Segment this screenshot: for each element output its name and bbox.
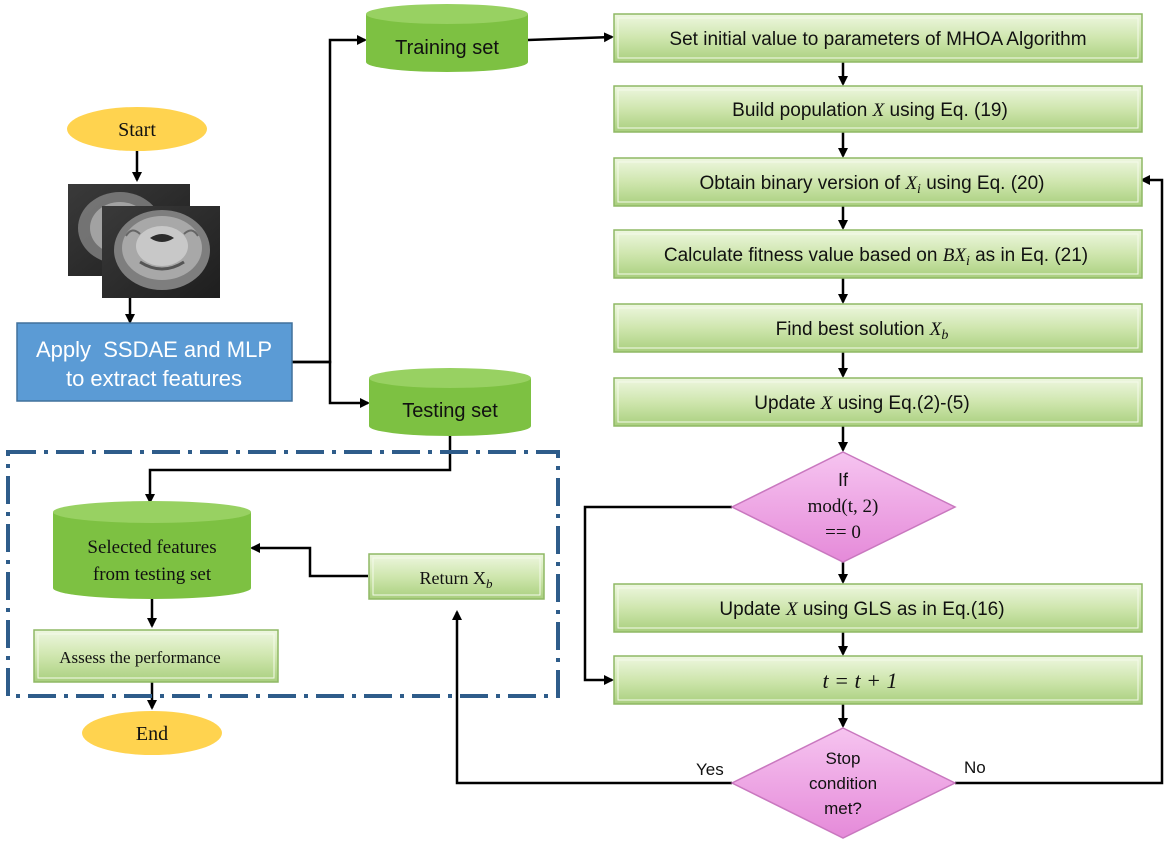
decision-stop-line3: met? [824,799,862,818]
step-binary-version: Obtain binary version of Xi using Eq. (2… [613,157,1143,207]
assess-performance-label: Assess the performance [59,648,220,667]
training-set-cylinder: Training set [366,4,528,72]
decision-mod-diamond: If mod(t, 2) == 0 [730,451,957,563]
step-find-best-solution: Find best solution Xb [613,303,1143,353]
step-update-x-label: Update X using Eq.(2)-(5) [754,393,969,414]
decision-mod-line1: If [838,470,849,490]
testing-set-label: Testing set [402,400,498,422]
step-set-initial-values-label: Set initial value to parameters of MHOA … [669,29,1086,50]
step-update-gls: Update X using GLS as in Eq.(16) [613,583,1143,633]
step-calculate-fitness: Calculate fitness value based on BXi as … [613,229,1143,279]
start-terminal: Start [67,107,207,151]
decision-stop-diamond: Stop condition met? [730,727,957,839]
training-set-label: Training set [395,37,499,59]
testing-set-cylinder: Testing set [369,368,531,436]
step-binary-version-label: Obtain binary version of Xi using Eq. (2… [699,173,1044,197]
step-increment-t: t = t + 1 [613,655,1143,705]
step-update-gls-label: Update X using GLS as in Eq.(16) [719,599,1004,620]
return-xb-box: Return Xb [368,553,545,600]
decision-mod-line3: == 0 [825,522,861,543]
feature-box-line1: Apply SSDAE and MLP [36,337,272,362]
yes-label: Yes [696,760,724,779]
end-terminal: End [82,711,222,755]
decision-stop-line1: Stop [826,749,861,768]
selected-features-line2: from testing set [93,564,212,585]
feature-box-line2: to extract features [66,366,242,391]
feature-extraction-box: Apply SSDAE and MLP to extract features [16,322,293,402]
return-xb-label: Return Xb [420,568,494,591]
step-find-best-solution-label: Find best solution Xb [776,319,949,343]
step-increment-t-label: t = t + 1 [823,668,898,693]
step-calculate-fitness-label: Calculate fitness value based on BXi as … [664,245,1088,269]
decision-mod-line2: mod(t, 2) [808,496,879,517]
end-label: End [136,723,168,745]
step-build-population: Build population X using Eq. (19) [613,85,1143,133]
start-label: Start [118,119,156,141]
step-set-initial-values: Set initial value to parameters of MHOA … [613,13,1143,63]
mri-brain-image-front [102,206,220,298]
decision-stop-line2: condition [809,774,877,793]
no-label: No [964,758,986,777]
assessment-group-border [6,450,560,698]
selected-features-line1: Selected features [87,537,216,558]
step-update-x: Update X using Eq.(2)-(5) [613,377,1143,427]
assess-performance-box: Assess the performance [33,629,279,683]
step-build-population-label: Build population X using Eq. (19) [732,100,1008,121]
selected-features-cylinder: Selected features from testing set [53,501,251,599]
